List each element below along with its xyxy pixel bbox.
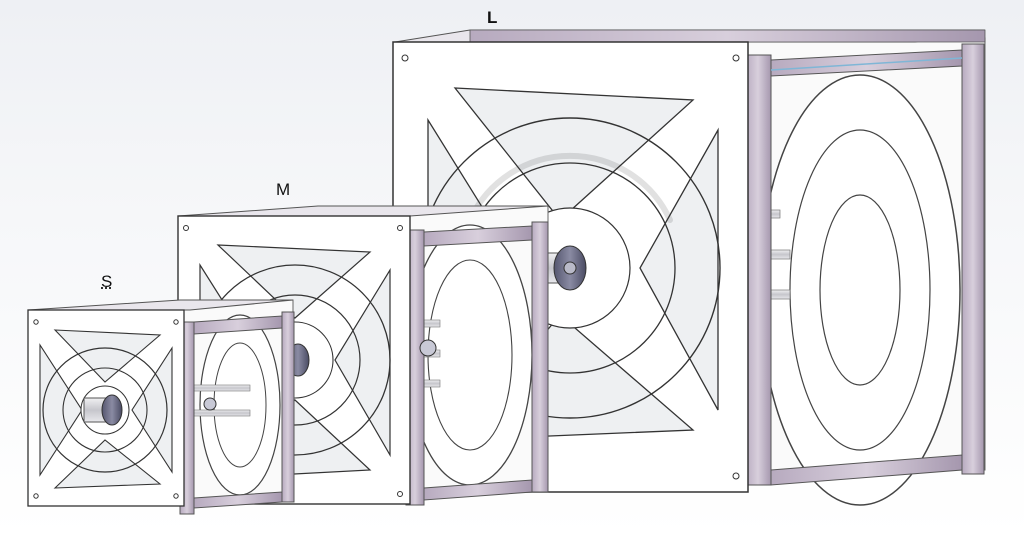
small-hub bbox=[101, 394, 123, 426]
large-size-label: L bbox=[487, 8, 498, 27]
medium-size-label: M bbox=[276, 180, 291, 199]
small-right-rail-back bbox=[281, 311, 295, 503]
large-right-rail-front bbox=[744, 54, 772, 486]
small-reel-cube bbox=[27, 299, 295, 515]
medium-right-rail-back bbox=[531, 221, 549, 493]
small-front-cutouts bbox=[39, 329, 173, 489]
small-size-label: S bbox=[101, 272, 113, 291]
large-right-rail-back bbox=[961, 43, 985, 475]
